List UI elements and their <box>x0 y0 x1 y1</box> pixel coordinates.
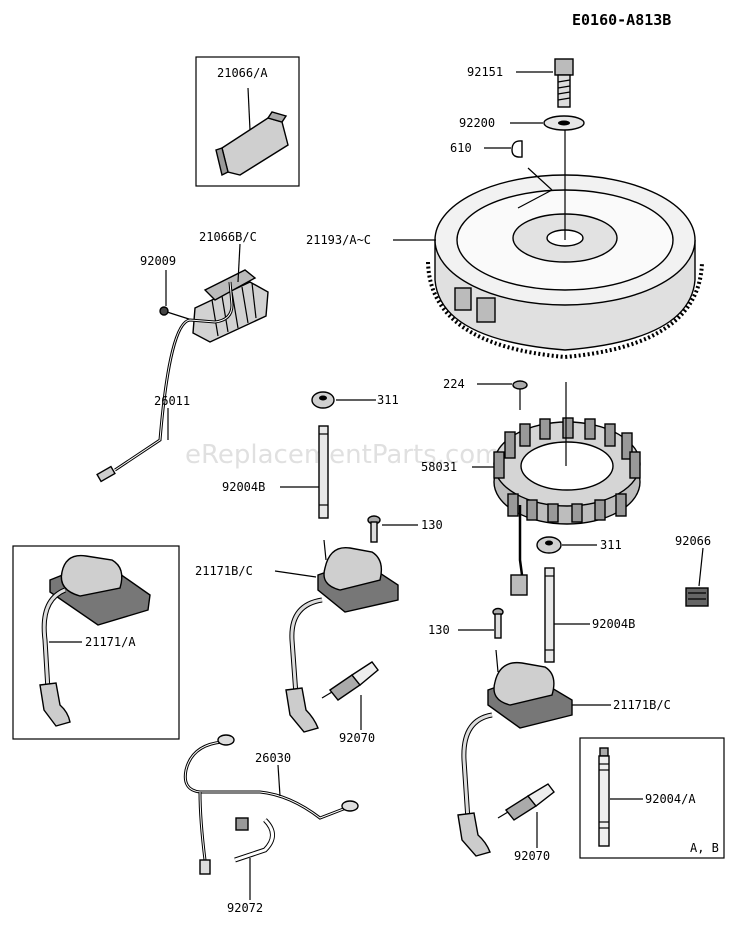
part-21171bc-coil-right <box>457 649 573 857</box>
label-21171bc-left: 21171B/C <box>195 564 253 578</box>
label-variant-ab: A, B <box>690 841 719 855</box>
part-92004a-stud <box>598 747 610 847</box>
label-311-lower: 311 <box>600 538 622 552</box>
label-610: 610 <box>450 141 472 155</box>
label-130-lower: 130 <box>428 623 450 637</box>
label-92009: 92009 <box>140 254 176 268</box>
label-130-upper: 130 <box>421 518 443 532</box>
part-26030-lead <box>183 734 359 875</box>
label-21171a: 21171/A <box>85 635 136 649</box>
part-21171a-coil <box>39 554 151 727</box>
label-58031: 58031 <box>421 460 457 474</box>
label-224: 224 <box>443 377 465 391</box>
label-92004b-left: 92004B <box>222 480 265 494</box>
label-311-upper: 311 <box>377 393 399 407</box>
label-21066a: 21066/A <box>217 66 268 80</box>
label-21066bc: 21066B/C <box>199 230 257 244</box>
part-26011-lead <box>96 281 234 483</box>
part-92070-plug-left <box>321 661 379 701</box>
label-92200: 92200 <box>459 116 495 130</box>
label-92070-right: 92070 <box>514 849 550 863</box>
label-26011: 26011 <box>154 394 190 408</box>
part-311-nut-lower <box>536 536 562 554</box>
label-26030: 26030 <box>255 751 291 765</box>
part-610-key <box>511 140 523 158</box>
part-92070-plug-right <box>497 783 555 821</box>
label-92070-left: 92070 <box>339 731 375 745</box>
part-92151-bolt <box>554 58 574 108</box>
label-92004b-right: 92004B <box>592 617 635 631</box>
label-92004a: 92004/A <box>645 792 696 806</box>
diagram-code: E0160-A813B <box>572 11 671 29</box>
part-130-screw-upper <box>367 515 381 543</box>
watermark: eReplacementParts.com <box>185 440 501 470</box>
label-92072: 92072 <box>227 901 263 915</box>
part-92009-screw <box>159 306 193 321</box>
part-92066-plug <box>685 587 709 607</box>
part-21171bc-coil-left <box>285 539 399 733</box>
label-21171bc-right: 21171B/C <box>613 698 671 712</box>
label-21193: 21193/A~C <box>306 233 371 247</box>
part-58031-stator <box>493 382 641 596</box>
part-21193-flywheel <box>426 130 704 360</box>
label-92151: 92151 <box>467 65 503 79</box>
part-92072-clamp <box>234 817 275 863</box>
part-21066a <box>215 87 289 177</box>
inset-box-92004a <box>579 737 725 859</box>
part-130-screw-lower <box>492 607 504 639</box>
part-92004b-stud-right <box>544 567 555 663</box>
part-92200-washer <box>543 115 585 131</box>
part-224-screw <box>512 380 528 410</box>
inset-box-21171a <box>12 545 180 740</box>
part-311-nut-upper <box>311 391 335 409</box>
part-92004b-stud-left <box>318 425 329 519</box>
inset-box-21066a <box>195 56 300 187</box>
label-92066: 92066 <box>675 534 711 548</box>
